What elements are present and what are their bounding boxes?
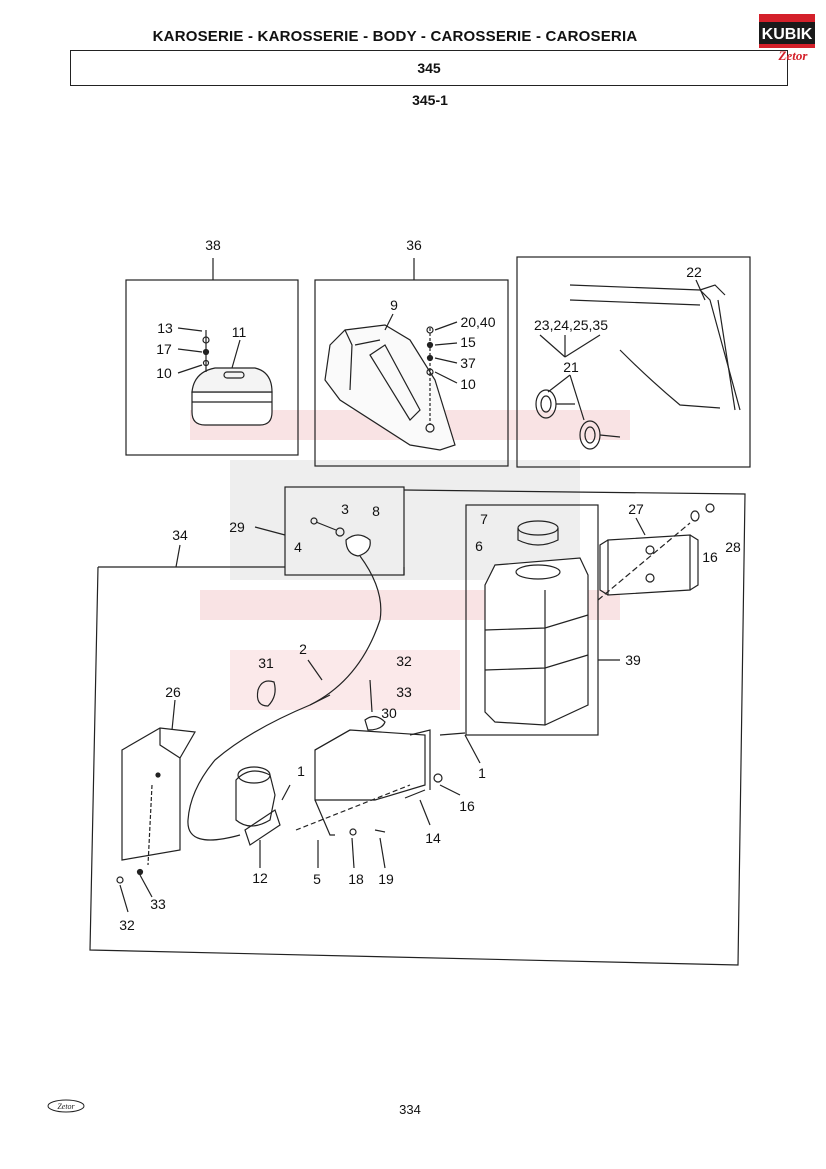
callout-33a: 33 — [396, 684, 412, 700]
callout-21: 21 — [563, 359, 579, 375]
callout-7: 7 — [480, 511, 488, 527]
callout-37: 37 — [460, 355, 476, 371]
callout-17: 17 — [156, 341, 172, 357]
callout-29: 29 — [229, 519, 245, 535]
callout-27: 27 — [628, 501, 644, 517]
section-number: 345 — [417, 60, 441, 76]
callout-10b: 10 — [460, 376, 476, 392]
callout-10a: 10 — [156, 365, 172, 381]
callout-20-40: 20,40 — [460, 314, 495, 330]
washer-tank — [484, 557, 589, 726]
hose-clip — [256, 680, 276, 707]
callout-15: 15 — [460, 334, 476, 350]
grommet-30 — [364, 715, 386, 731]
box-22 — [516, 256, 751, 468]
callout-14: 14 — [425, 830, 441, 846]
kubik-zetor-logo: KUBIK Zetor — [759, 14, 815, 63]
callout-9: 9 — [390, 297, 398, 313]
callout-1a: 1 — [297, 763, 305, 779]
callout-2: 2 — [299, 641, 307, 657]
callout-6: 6 — [475, 538, 483, 554]
console-part — [324, 324, 456, 451]
callout-31: 31 — [258, 655, 274, 671]
tank-cap — [517, 520, 559, 546]
cab-frame — [569, 284, 741, 411]
mount-bracket — [314, 729, 431, 836]
callout-28: 28 — [725, 539, 741, 555]
callout-32a: 32 — [396, 653, 412, 669]
bracket-27 — [599, 534, 699, 596]
callout-5: 5 — [313, 871, 321, 887]
callout-4: 4 — [294, 539, 302, 555]
callout-36: 36 — [406, 237, 422, 253]
callout-16b: 16 — [459, 798, 475, 814]
washer-pump — [235, 766, 281, 846]
nozzle-assembly — [310, 517, 371, 557]
callout-39: 39 — [625, 652, 641, 668]
toolbox-part — [191, 367, 273, 426]
callout-19: 19 — [378, 871, 394, 887]
footer-brand-text: Zetor — [57, 1102, 75, 1111]
callout-23-24-25-35: 23,24,25,35 — [534, 317, 608, 333]
callout-8: 8 — [372, 503, 380, 519]
callout-18: 18 — [348, 871, 364, 887]
callout-16a: 16 — [702, 549, 718, 565]
callout-33b: 33 — [150, 896, 166, 912]
callout-13: 13 — [157, 320, 173, 336]
box-29 — [284, 486, 405, 576]
callout-1b: 1 — [478, 765, 486, 781]
callout-22: 22 — [686, 264, 702, 280]
callout-3: 3 — [341, 501, 349, 517]
section-box — [70, 50, 788, 86]
nozzle-parts — [535, 389, 621, 450]
callout-12: 12 — [252, 870, 268, 886]
callout-38: 38 — [205, 237, 221, 253]
callout-30: 30 — [381, 705, 397, 721]
callout-32b: 32 — [119, 917, 135, 933]
tank-box — [465, 504, 599, 736]
washer-hose — [187, 555, 382, 841]
page-title: KAROSERIE - KAROSSERIE - BODY - CAROSSER… — [152, 28, 638, 45]
zetor-footer-logo: Zetor — [47, 1099, 85, 1113]
logo-sub-text: Zetor — [778, 48, 809, 63]
logo-brand-text: KUBIK — [762, 26, 813, 43]
page-number: 334 — [399, 1102, 421, 1117]
box-38 — [125, 279, 299, 456]
cover-26 — [121, 727, 196, 861]
callout-34: 34 — [172, 527, 188, 543]
callout-26: 26 — [165, 684, 181, 700]
box-36 — [314, 279, 509, 467]
callout-11: 11 — [232, 324, 247, 340]
subsection-number: 345-1 — [412, 92, 448, 108]
